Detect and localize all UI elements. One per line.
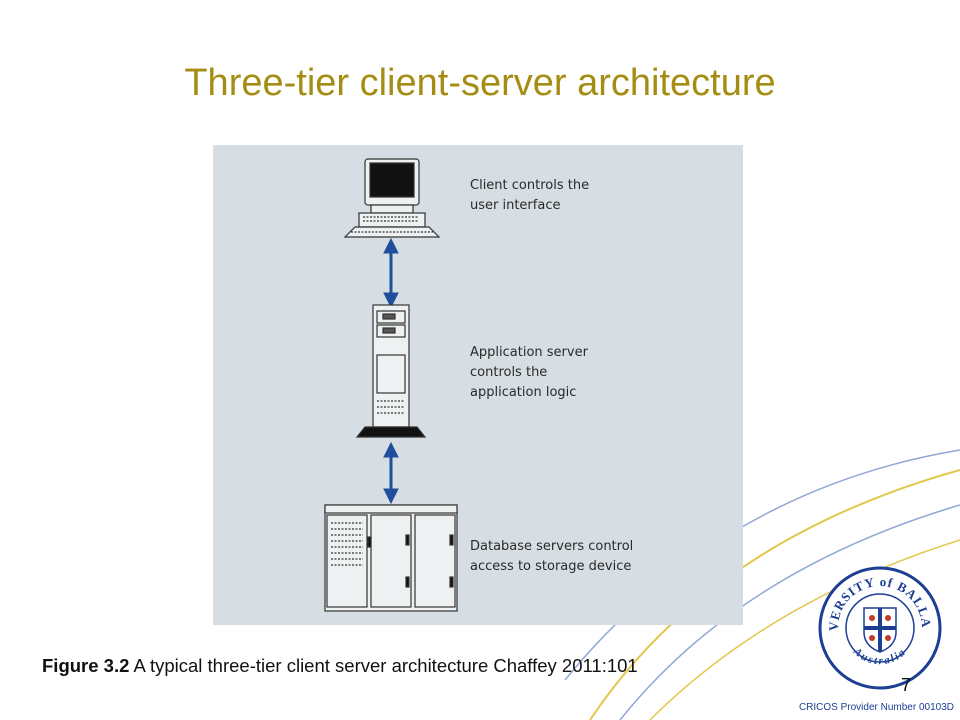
client-computer-icon [343, 158, 441, 238]
cricos-provider-number: CRICOS Provider Number 00103D [798, 702, 954, 713]
app-database-arrow [383, 441, 399, 505]
caption-figure-number: Figure 3.2 [42, 655, 130, 676]
architecture-diagram [324, 158, 458, 612]
database-label: Database servers control access to stora… [470, 539, 634, 574]
architecture-figure: Client controls the user interface Appli… [213, 145, 743, 625]
page-number: 7 [901, 675, 912, 695]
university-logo: UNIVERSITY of BALLARAT Australia [818, 566, 942, 690]
logo-shield-icon [863, 607, 897, 653]
client-label: Client controls the user interface [470, 178, 590, 213]
client-app-arrow [383, 237, 399, 309]
application-label: Application server controls the applicat… [470, 345, 588, 400]
database-server-icon [324, 504, 458, 612]
caption-text: A typical three-tier client server archi… [129, 655, 638, 676]
figure-caption: Figure 3.2 A typical three-tier client s… [42, 655, 638, 677]
page-title: Three-tier client-server architecture [184, 62, 776, 104]
application-server-icon [355, 304, 427, 438]
